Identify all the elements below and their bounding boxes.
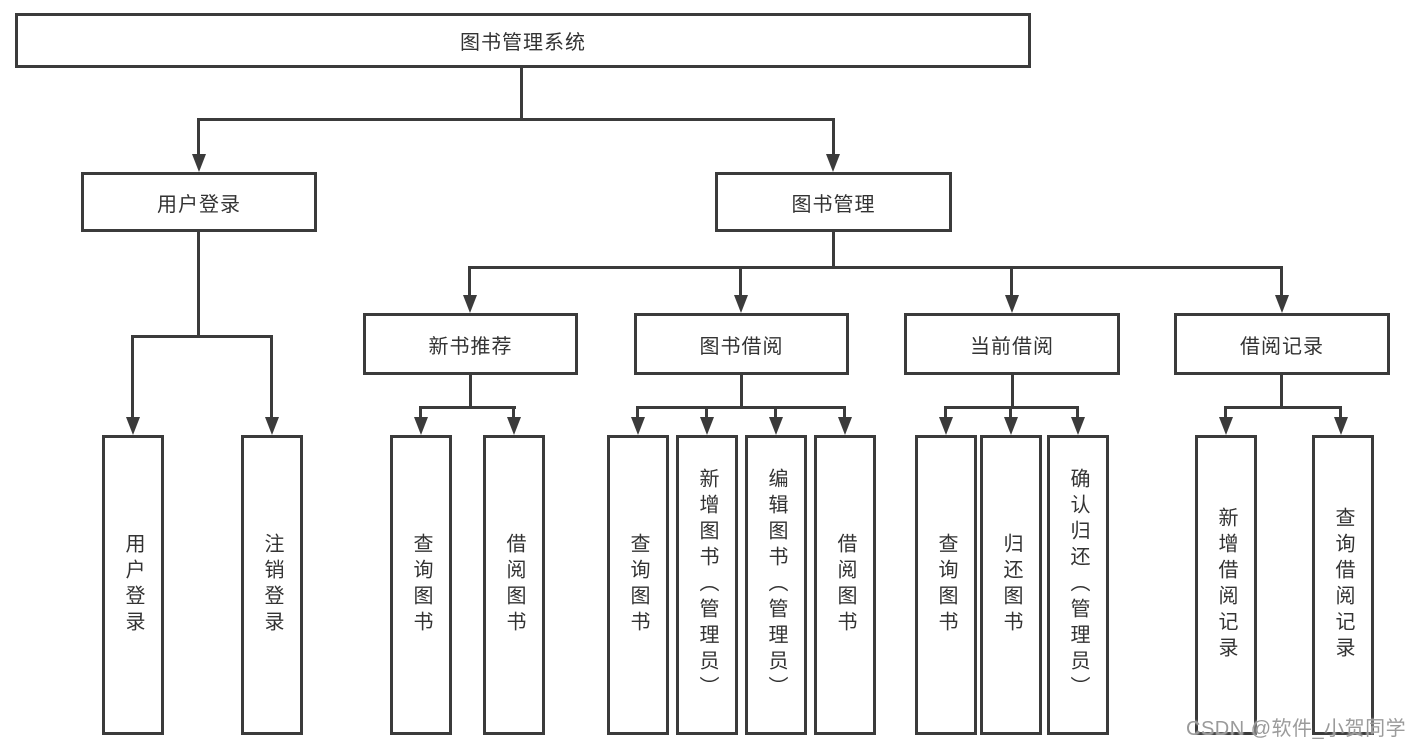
connector-hline [197,118,835,121]
connector-vline [740,375,743,406]
arrowhead-down [507,417,521,435]
leaf-br-add-record: 新增借阅记录 [1195,435,1257,735]
connector-vline [131,335,134,417]
leaf-bb-edit-book-admin: 编辑图书（管理员） [745,435,807,735]
connector-vline [1010,266,1013,295]
arrowhead-down [631,417,645,435]
arrowhead-down [734,295,748,313]
connector-vline [843,406,846,417]
arrowhead-down [826,154,840,172]
leaf-logout: 注销登录 [241,435,303,735]
arrowhead-down [126,417,140,435]
connector-vline [197,232,200,337]
arrowhead-down [192,154,206,172]
leaf-cb-query-book: 查询图书 [915,435,977,735]
arrowhead-down [1334,417,1348,435]
arrowhead-down [414,417,428,435]
connector-vline [270,335,273,417]
connector-vline [1009,406,1012,417]
arrowhead-down [463,295,477,313]
connector-vline [774,406,777,417]
leaf-nbr-borrow-book: 借阅图书 [483,435,545,735]
node-new-book-recommend: 新书推荐 [363,313,578,375]
node-borrow-record: 借阅记录 [1174,313,1390,375]
connector-hline [1224,406,1342,409]
arrowhead-down [1004,417,1018,435]
connector-vline [636,406,639,417]
leaf-br-query-record: 查询借阅记录 [1312,435,1374,735]
connector-vline [419,406,422,417]
connector-vline [832,118,835,154]
arrowhead-down [838,417,852,435]
leaf-bb-query-book: 查询图书 [607,435,669,735]
node-book-management: 图书管理 [715,172,952,232]
arrowhead-down [1071,417,1085,435]
connector-hline [419,406,516,409]
leaf-user-login: 用户登录 [102,435,164,735]
node-root: 图书管理系统 [15,13,1031,68]
connector-vline [944,406,947,417]
connector-vline [705,406,708,417]
connector-vline [469,375,472,406]
arrowhead-down [769,417,783,435]
connector-vline [197,118,200,154]
connector-hline [131,335,273,338]
leaf-cb-confirm-return-admin: 确认归还（管理员） [1047,435,1109,735]
connector-vline [468,266,471,295]
connector-vline [1011,375,1014,406]
connector-vline [832,232,835,268]
node-book-borrow: 图书借阅 [634,313,849,375]
leaf-bb-borrow-book: 借阅图书 [814,435,876,735]
node-current-borrow: 当前借阅 [904,313,1120,375]
arrowhead-down [1005,295,1019,313]
connector-vline [1076,406,1079,417]
connector-vline [1280,266,1283,295]
leaf-bb-add-book-admin: 新增图书（管理员） [676,435,738,735]
connector-vline [520,68,523,120]
arrowhead-down [265,417,279,435]
connector-vline [1339,406,1342,417]
connector-hline [468,266,1283,269]
connector-vline [512,406,515,417]
arrowhead-down [939,417,953,435]
node-user-login: 用户登录 [81,172,317,232]
leaf-nbr-query-book: 查询图书 [390,435,452,735]
connector-vline [739,266,742,295]
connector-vline [1224,406,1227,417]
arrowhead-down [1275,295,1289,313]
connector-hline [636,406,846,409]
connector-vline [1280,375,1283,406]
csdn-watermark: CSDN @软件_小贺同学 [1186,718,1405,740]
leaf-cb-return-book: 归还图书 [980,435,1042,735]
arrowhead-down [700,417,714,435]
arrowhead-down [1219,417,1233,435]
